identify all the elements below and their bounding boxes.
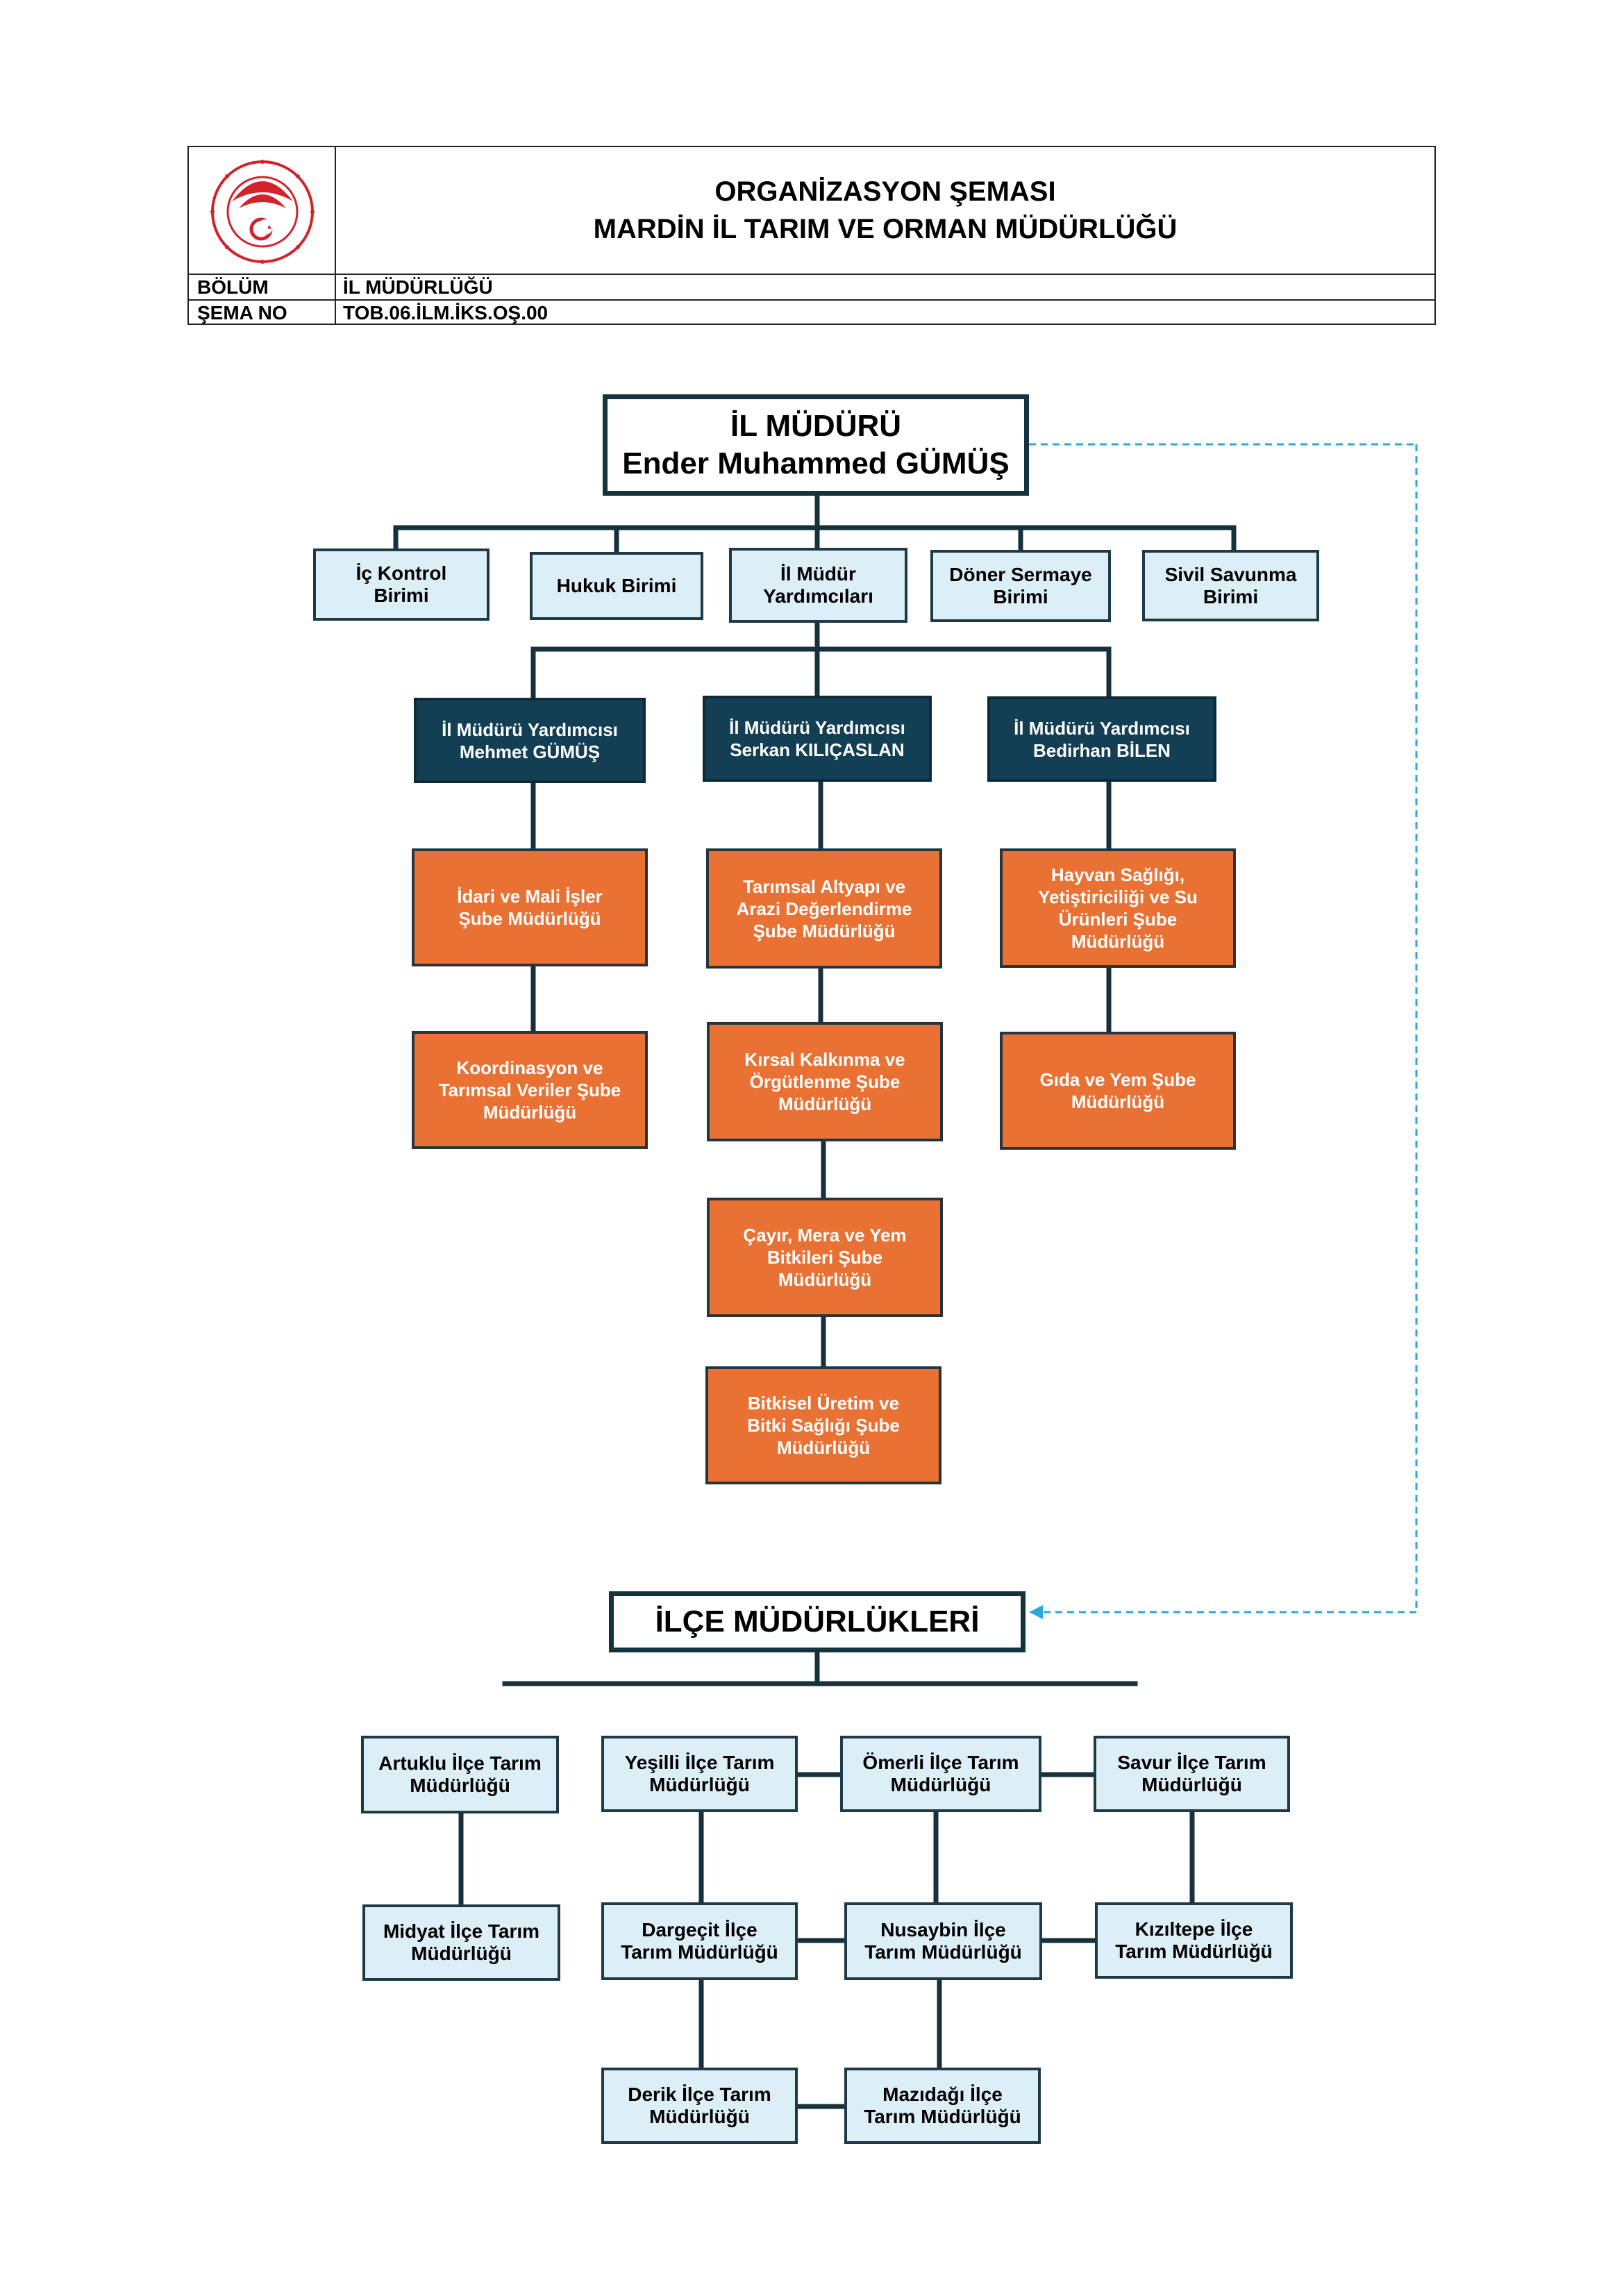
district-mazidagi: Mazıdağı İlçe Tarım Müdürlüğü — [844, 2068, 1041, 2144]
districts-title-box: İLÇE MÜDÜRLÜKLERİ — [609, 1591, 1026, 1652]
branch-bitkisel-uretim: Bitkisel Üretim ve Bitki Sağlığı Şube Mü… — [705, 1366, 941, 1484]
district-omerli: Ömerli İlçe Tarım Müdürlüğü — [840, 1736, 1041, 1812]
unit-sivil-savunma: Sivil Savunma Birimi — [1142, 550, 1319, 621]
branch-gida-yem: Gıda ve Yem Şube Müdürlüğü — [1000, 1032, 1236, 1150]
branch-tarimsal-altyapi: Tarımsal Altyapı ve Arazi Değerlendirme … — [706, 848, 942, 969]
ministry-seal-icon — [210, 160, 315, 264]
unit-il-mudur-yardimcilari: İl Müdür Yardımcıları — [729, 548, 907, 623]
district-artuklu: Artuklu İlçe Tarım Müdürlüğü — [361, 1736, 559, 1813]
director-title: İL MÜDÜRÜ — [730, 409, 902, 443]
page-title: ORGANİZASYON ŞEMASI — [714, 176, 1056, 207]
district-yesilli: Yeşilli İlçe Tarım Müdürlüğü — [601, 1736, 798, 1812]
header-table: ORGANİZASYON ŞEMASI MARDİN İL TARIM VE O… — [187, 146, 1436, 325]
bolum-label: BÖLÜM — [197, 276, 269, 298]
sema-label: ŞEMA NO — [197, 302, 287, 324]
director-box: İL MÜDÜRÜ Ender Muhammed GÜMÜŞ — [603, 394, 1029, 496]
branch-kirsal-kalkinma: Kırsal Kalkınma ve Örgütlenme Şube Müdür… — [707, 1022, 943, 1141]
bolum-row: BÖLÜM İL MÜDÜRLÜĞÜ — [189, 274, 1434, 299]
bolum-value: İL MÜDÜRLÜĞÜ — [343, 276, 493, 298]
branch-koordinasyon: Koordinasyon ve Tarımsal Veriler Şube Mü… — [412, 1031, 648, 1149]
sema-value: TOB.06.İLM.İKS.OŞ.00 — [343, 302, 549, 324]
district-savur: Savur İlçe Tarım Müdürlüğü — [1094, 1736, 1290, 1812]
unit-hukuk: Hukuk Birimi — [530, 552, 703, 620]
deputy-mehmet: İl Müdürü Yardımcısı Mehmet GÜMÜŞ — [414, 698, 646, 783]
deputy-serkan: İl Müdürü Yardımcısı Serkan KILIÇASLAN — [703, 696, 932, 782]
director-name: Ender Muhammed GÜMÜŞ — [622, 446, 1010, 480]
district-dargecit: Dargeçit İlçe Tarım Müdürlüğü — [601, 1902, 798, 1980]
district-derik: Derik İlçe Tarım Müdürlüğü — [601, 2068, 798, 2144]
district-nusaybin: Nusaybin İlçe Tarım Müdürlüğü — [844, 1902, 1042, 1980]
unit-ic-kontrol: İç Kontrol Birimi — [313, 548, 489, 621]
branch-idari-mali: İdari ve Mali İşler Şube Müdürlüğü — [412, 848, 648, 966]
district-kiziltepe: Kızıltepe İlçe Tarım Müdürlüğü — [1095, 1902, 1293, 1979]
logo-cell — [189, 147, 336, 274]
deputy-bedirhan: İl Müdürü Yardımcısı Bedirhan BİLEN — [987, 696, 1216, 782]
unit-doner-sermaye: Döner Sermaye Birimi — [930, 550, 1111, 622]
header-title-cell: ORGANİZASYON ŞEMASI MARDİN İL TARIM VE O… — [336, 147, 1434, 274]
branch-cayir-mera: Çayır, Mera ve Yem Bitkileri Şube Müdürl… — [707, 1198, 943, 1317]
page-subtitle: MARDİN İL TARIM VE ORMAN MÜDÜRLÜĞÜ — [593, 214, 1178, 244]
district-midyat: Midyat İlçe Tarım Müdürlüğü — [362, 1904, 560, 1981]
sema-row: ŞEMA NO TOB.06.İLM.İKS.OŞ.00 — [189, 299, 1434, 325]
branch-hayvan-sagligi: Hayvan Sağlığı, Yetiştiriciliği ve Su Ür… — [1000, 848, 1236, 968]
